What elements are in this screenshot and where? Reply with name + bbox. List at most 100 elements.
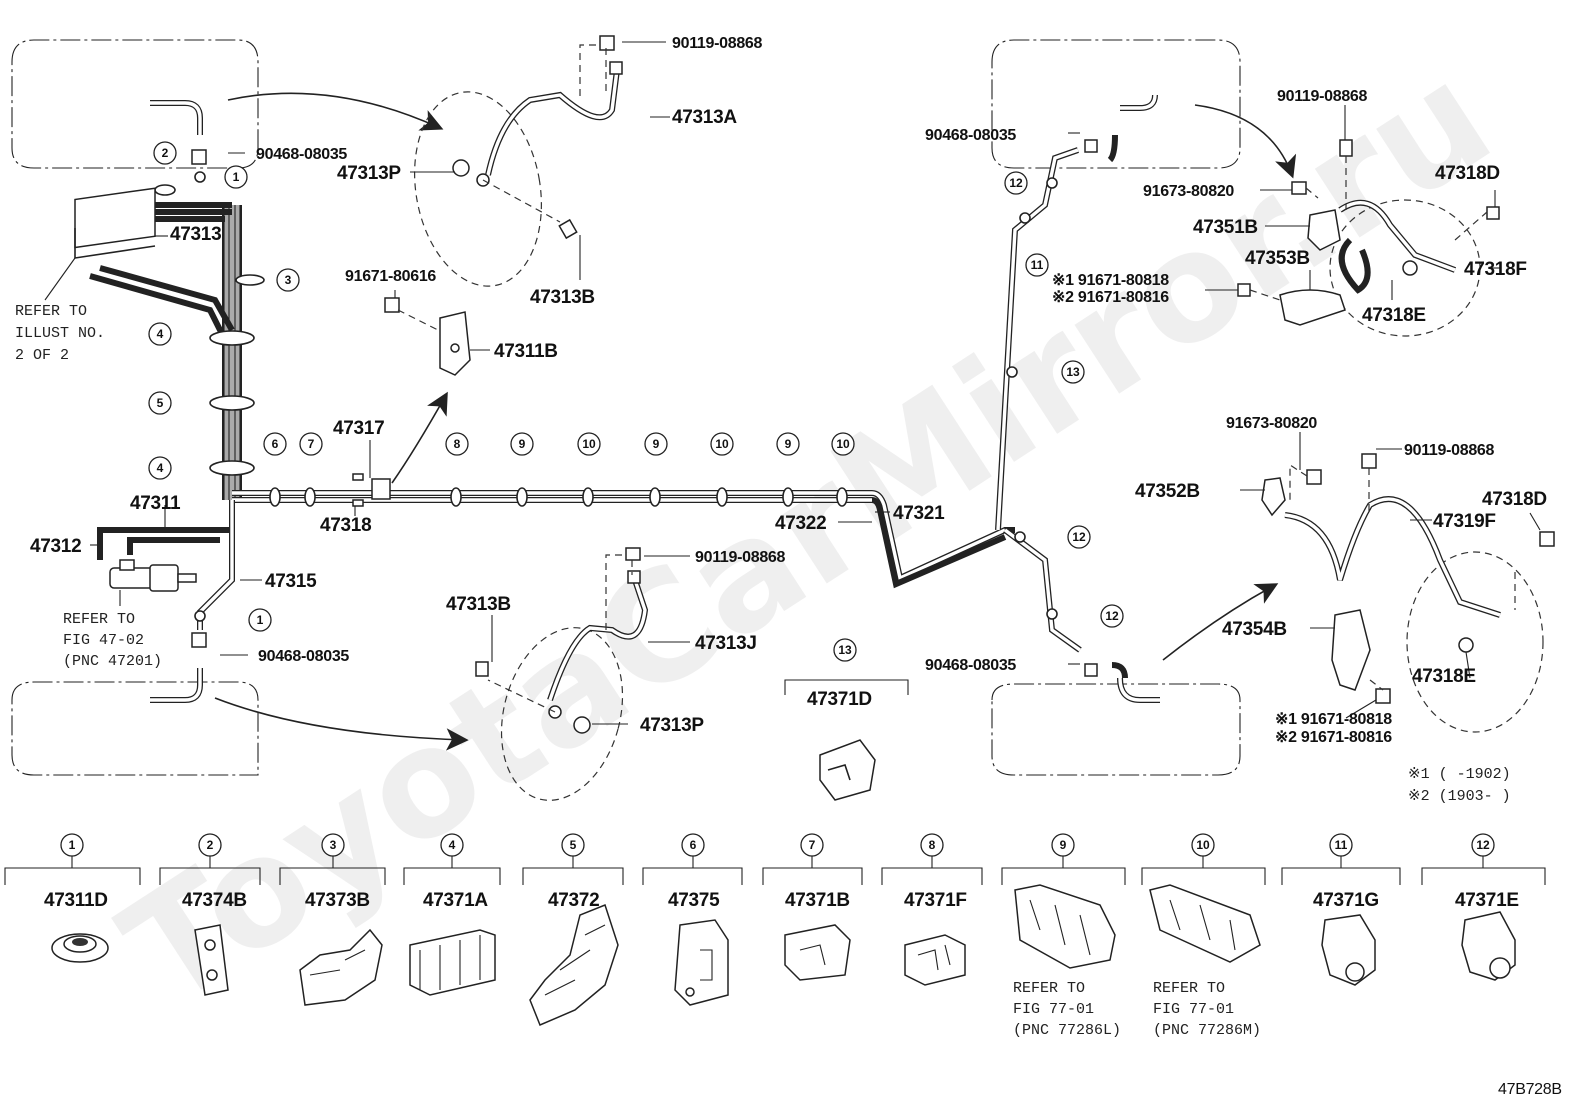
svg-text:9: 9: [653, 437, 660, 451]
abs-actuator-block: [74, 187, 156, 259]
label-47318D-a: 47318D: [1435, 163, 1500, 184]
svg-text:13: 13: [1066, 365, 1080, 379]
svg-text:10: 10: [1196, 838, 1210, 852]
wheel-box-rear-right: [991, 683, 1241, 776]
svg-text:3: 3: [285, 273, 292, 287]
label-47318D-b: 47318D: [1482, 489, 1547, 510]
svg-text:3: 3: [330, 838, 337, 852]
svg-text:2: 2: [207, 838, 214, 852]
figure-code: 47B728B: [1498, 1081, 1562, 1098]
svg-text:11: 11: [1031, 258, 1044, 272]
wheel-box-front-left: [11, 39, 259, 169]
svg-text:1: 1: [233, 170, 240, 184]
label-47318E-a: 47318E: [1362, 305, 1426, 326]
svg-text:12: 12: [1476, 838, 1490, 852]
label-47313P-b: 47313P: [640, 715, 704, 736]
label-47311B: 47311B: [494, 341, 558, 362]
svg-text:9: 9: [785, 437, 792, 451]
label-90119-08868-a: 90119-08868: [672, 35, 763, 52]
grommet-47311D-drawing: [51, 933, 109, 963]
svg-text:13: 13: [838, 643, 852, 657]
label-47313B-b: 47313B: [446, 594, 511, 615]
clip-47372-drawing: [529, 904, 619, 1026]
label-47312: 47312: [30, 536, 81, 557]
reference-notes: REFER TO ILLUST NO. 2 OF 2 REFER TO FIG …: [15, 257, 1511, 805]
flex-hose-front-left: [414, 35, 623, 287]
catalog-label-47375: 47375: [668, 890, 720, 911]
catalog-label-47311D: 47311D: [44, 890, 108, 911]
svg-text:(PNC 77286L): (PNC 77286L): [1013, 1022, 1121, 1039]
clip-47373B-drawing: [299, 928, 383, 1006]
master-cylinder: [109, 559, 197, 592]
label-47311: 47311: [130, 493, 181, 514]
svg-text:FIG 47-02: FIG 47-02: [63, 632, 144, 649]
legend-note-2: ※2 (1903- ): [1408, 788, 1511, 805]
label-47353B: 47353B: [1245, 248, 1310, 269]
label-47351B: 47351B: [1193, 217, 1258, 238]
label-47318F: 47318F: [1464, 259, 1527, 280]
svg-text:11: 11: [1335, 838, 1348, 852]
label-91671-80816-b: ※2 91671-80816: [1275, 729, 1392, 746]
label-47313A: 47313A: [672, 107, 737, 128]
svg-text:4: 4: [449, 838, 456, 852]
svg-text:REFER TO: REFER TO: [63, 611, 135, 628]
harness-clamps: [154, 171, 1058, 622]
svg-text:10: 10: [715, 437, 729, 451]
bracket-47311B: [384, 297, 471, 376]
label-47318E-b: 47318E: [1412, 666, 1476, 687]
svg-text:ILLUST NO.: ILLUST NO.: [15, 325, 105, 342]
label-91673-80820-b: 91673-80820: [1226, 415, 1317, 432]
label-47321: 47321: [893, 503, 945, 524]
svg-text:REFER TO: REFER TO: [1153, 980, 1225, 997]
svg-text:12: 12: [1009, 176, 1023, 190]
label-47313B-a: 47313B: [530, 287, 595, 308]
label-47322: 47322: [775, 513, 826, 534]
flex-hose-rear-left: [475, 547, 649, 801]
svg-text:REFER TO: REFER TO: [15, 303, 87, 320]
clip-47371B-drawing: [784, 924, 851, 981]
catalog-label-47371E: 47371E: [1455, 890, 1519, 911]
svg-text:2: 2: [162, 146, 169, 160]
clip-77286M-drawing: [1149, 884, 1261, 963]
label-91673-80820-a: 91673-80820: [1143, 183, 1234, 200]
catalog-label-47373B: 47373B: [305, 890, 370, 911]
label-47315: 47315: [265, 571, 317, 592]
clip-47375-drawing: [674, 919, 729, 1006]
callout-markers: 1 2 3 4 5 4 6 7 8 9 10 9 10 9 10 1 12 11…: [148, 141, 1124, 662]
catalog-label-47372: 47372: [548, 890, 599, 911]
catalog-label-47371A: 47371A: [423, 890, 488, 911]
clip-77286L-drawing: [1014, 884, 1116, 969]
wheel-box-front-right: [991, 39, 1241, 169]
clip-47371A-drawing: [409, 929, 496, 996]
svg-text:6: 6: [690, 838, 697, 852]
svg-text:12: 12: [1072, 530, 1086, 544]
wheel-box-rear-left: [11, 681, 259, 776]
union-47317: [371, 478, 391, 500]
label-90119-08868-d: 90119-08868: [1404, 442, 1495, 459]
label-47352B: 47352B: [1135, 481, 1200, 502]
legend-note-1: ※1 ( -1902): [1408, 766, 1511, 783]
label-91671-80818-a: ※1 91671-80818: [1052, 272, 1169, 289]
svg-text:10: 10: [582, 437, 596, 451]
label-47319F: 47319F: [1433, 511, 1496, 532]
clip-47371E-drawing: [1461, 911, 1516, 981]
label-90468-08035-a: 90468-08035: [256, 146, 347, 163]
leader-lines: [90, 41, 1541, 725]
label-90119-08868-b: 90119-08868: [695, 549, 786, 566]
catalog-label-47371F: 47371F: [904, 890, 967, 911]
svg-text:4: 4: [157, 461, 164, 475]
label-90468-08035-c: 90468-08035: [925, 127, 1016, 144]
svg-text:5: 5: [570, 838, 577, 852]
svg-text:2 OF 2: 2 OF 2: [15, 347, 69, 364]
clip-47371G-drawing: [1321, 914, 1376, 986]
svg-text:7: 7: [809, 838, 816, 852]
clip-catalog: 1 2 3 4 5 6 7 8 9 10 11 12 47311D 47374B…: [4, 833, 1546, 1039]
svg-text:(PNC 77286M): (PNC 77286M): [1153, 1022, 1261, 1039]
svg-text:4: 4: [157, 327, 164, 341]
svg-text:5: 5: [157, 396, 164, 410]
svg-text:REFER TO: REFER TO: [1013, 980, 1085, 997]
svg-text:1: 1: [69, 838, 76, 852]
svg-text:9: 9: [519, 437, 526, 451]
